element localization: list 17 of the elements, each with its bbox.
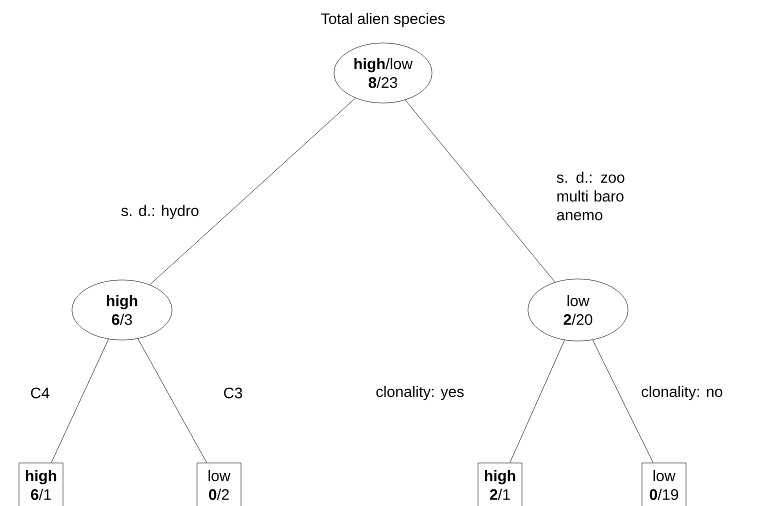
edge-label: C3 xyxy=(222,386,244,400)
leaf-box: low 0/19 xyxy=(642,462,686,506)
edge-label: C4 xyxy=(29,386,51,400)
branch-line xyxy=(51,338,109,463)
leaf-box: high 2/1 xyxy=(478,462,522,506)
branch-line xyxy=(510,340,565,463)
edge-label: s. d.: zoo multi baro anemo xyxy=(555,170,634,222)
branch-line xyxy=(150,98,356,286)
leaf-box: high 6/1 xyxy=(18,462,64,506)
edge-label: clonality: no xyxy=(640,384,724,402)
branch-line xyxy=(138,338,207,463)
title: Total alien species xyxy=(321,12,445,28)
edge-label: clonality: yes xyxy=(374,384,466,402)
edge-label: s. d.: hydro xyxy=(120,204,200,220)
leaf-box: low 0/2 xyxy=(196,462,242,506)
branch-line xyxy=(404,100,556,282)
branch-line xyxy=(592,340,654,463)
